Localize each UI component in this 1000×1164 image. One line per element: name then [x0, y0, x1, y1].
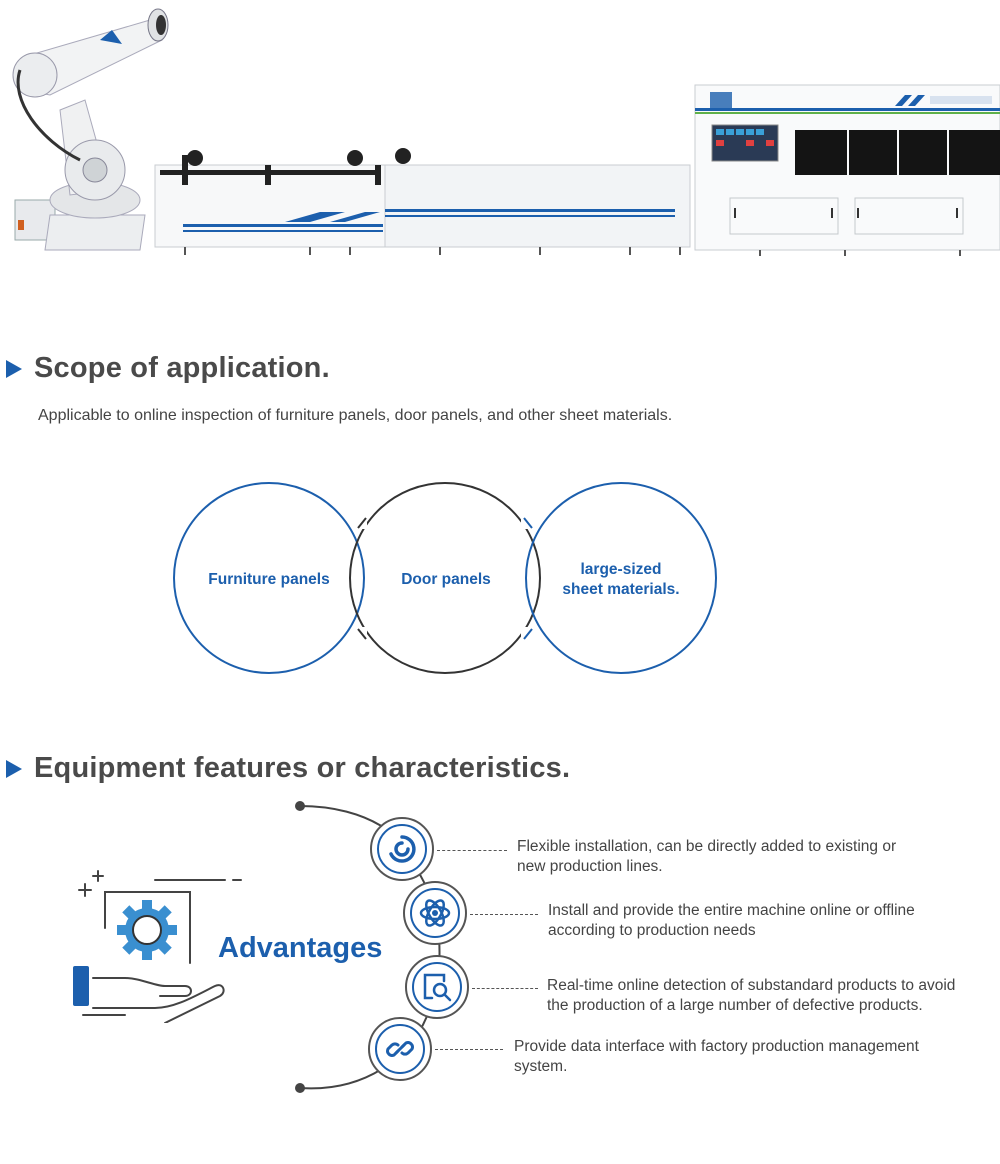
refresh-circle-icon [389, 835, 416, 863]
inspection-cabinet-image [694, 84, 1000, 256]
scope-description: Applicable to online inspection of furni… [38, 407, 673, 424]
robot-arm-image [12, 8, 169, 251]
feature-dash-line [470, 914, 538, 915]
feature-icon-4 [368, 1017, 432, 1081]
features-heading: Equipment features or characteristics. [6, 752, 570, 785]
scope-diagram: Furniture panels Door panels large-sized… [0, 470, 1000, 690]
feature-text-4: Provide data interface with factory prod… [514, 1037, 919, 1077]
scope-circles-graphic [173, 482, 717, 674]
circle-outline [525, 482, 717, 674]
feature-text-line: Real-time online detection of substandar… [547, 977, 956, 994]
triangle-bullet-icon [6, 759, 22, 778]
scope-heading: Scope of application. [6, 352, 330, 385]
feature-text-line: the production of a large number of defe… [547, 997, 923, 1014]
feature-text-2: Install and provide the entire machine o… [548, 901, 915, 941]
advantages-title: Advantages [218, 932, 383, 964]
equipment-hero-image [12, 8, 1000, 256]
circle-label-door-panels: Door panels [401, 571, 491, 588]
feature-icon-1 [370, 817, 434, 881]
circle-outline [173, 482, 365, 674]
feature-text-line: Flexible installation, can be directly a… [517, 838, 897, 855]
link-icon [386, 1041, 414, 1057]
feature-dash-line [472, 988, 538, 989]
gear-icon [117, 900, 177, 960]
feature-icon-3 [405, 955, 469, 1019]
feature-text-line: Provide data interface with factory prod… [514, 1038, 919, 1055]
feature-text-line: according to production needs [548, 922, 756, 939]
feature-text-line: system. [514, 1058, 568, 1075]
scope-title: Scope of application. [34, 352, 330, 384]
circle-outline [349, 482, 541, 674]
feature-text-line: Install and provide the entire machine o… [548, 902, 915, 919]
circle-label-sheet-materials: large-sized sheet materials. [536, 560, 706, 600]
circle-label-line: large-sized [580, 561, 662, 578]
feature-text-line: new production lines. [517, 858, 663, 875]
hand-gear-icon [73, 870, 242, 1023]
feature-dash-line [437, 850, 507, 851]
feature-dash-line [435, 1049, 503, 1050]
triangle-bullet-icon [6, 359, 22, 378]
feature-icon-2 [403, 881, 467, 945]
features-title: Equipment features or characteristics. [34, 752, 571, 784]
circle-label-furniture-panels: Furniture panels [208, 571, 330, 588]
circle-label-line: sheet materials. [562, 581, 680, 598]
search-document-icon [423, 973, 452, 1002]
feature-text-3: Real-time online detection of substandar… [547, 976, 955, 1016]
atom-icon [419, 899, 451, 927]
conveyor-image [154, 148, 691, 255]
feature-text-1: Flexible installation, can be directly a… [517, 837, 896, 877]
